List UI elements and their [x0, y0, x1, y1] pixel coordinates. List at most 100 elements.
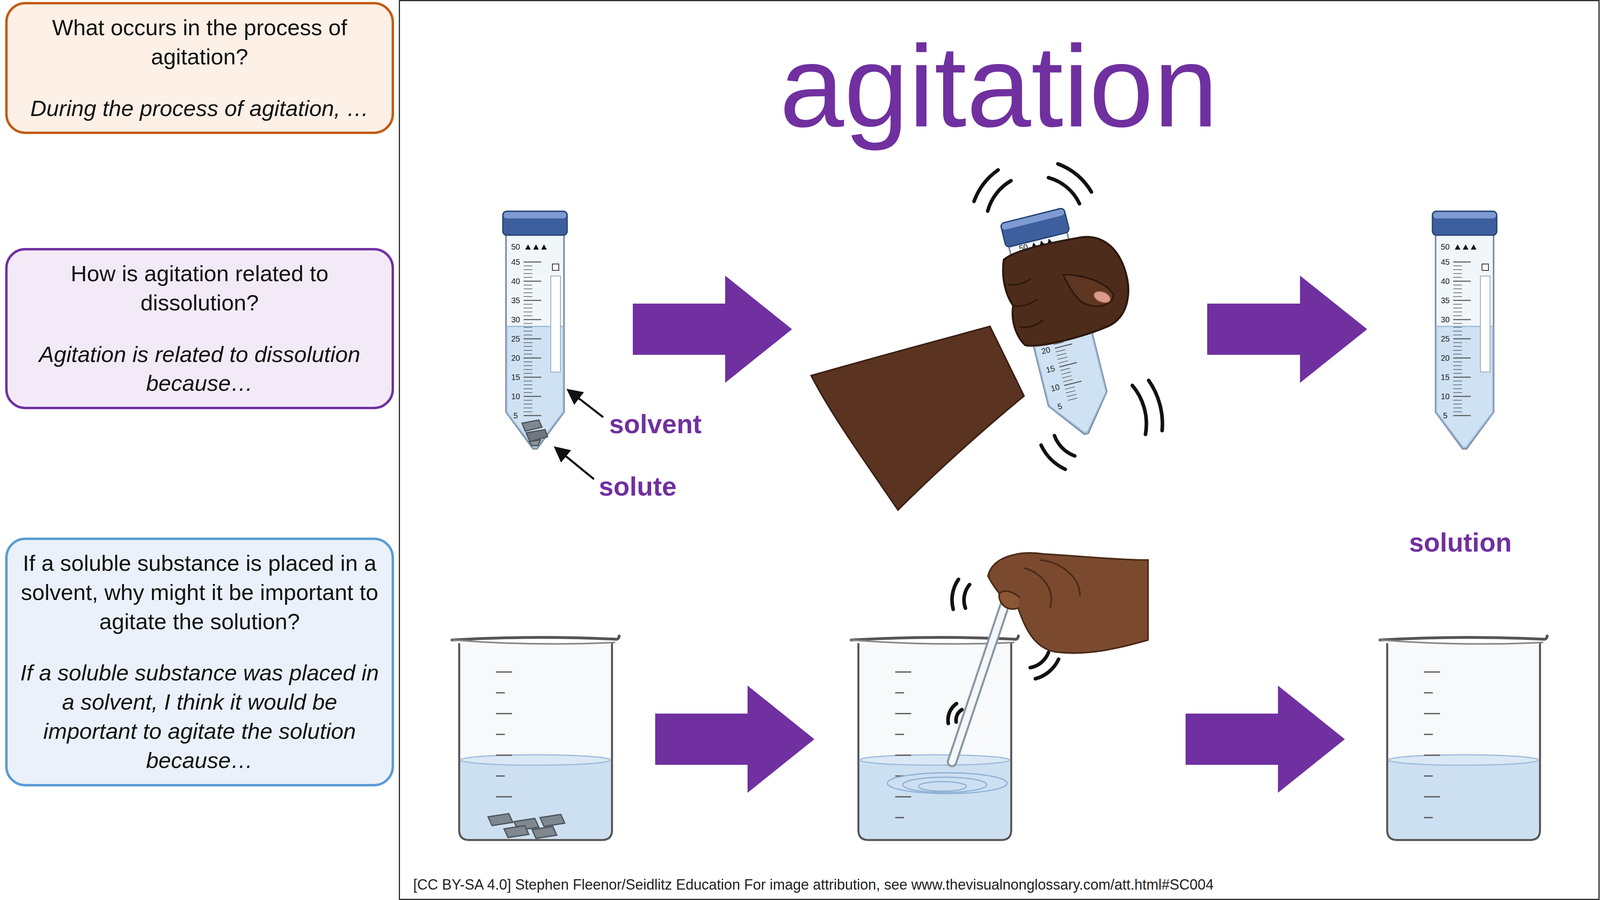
solute-piece — [540, 814, 565, 827]
graduation-tick — [1424, 713, 1440, 715]
stirring-rod — [952, 580, 1013, 762]
graduation-tick — [523, 326, 533, 328]
scale-number: 5 — [513, 411, 518, 421]
question-text: What occurs in the process of agitation? — [19, 13, 380, 72]
graduation-tick — [1424, 692, 1433, 694]
tube-mark — [525, 244, 531, 250]
tube-icon — [552, 264, 559, 271]
beaker-rim — [1380, 636, 1548, 640]
beaker-body — [459, 643, 612, 840]
graduation-tick — [1453, 411, 1462, 413]
graduation-tick — [523, 273, 533, 274]
part-label: solute — [598, 471, 677, 502]
graduation-tick — [1453, 277, 1462, 278]
graduation-tick — [523, 330, 533, 332]
graduation-tick — [1424, 817, 1433, 819]
motion-lines — [948, 164, 1163, 724]
title: agitation — [398, 28, 1599, 144]
graduation-tick — [523, 342, 533, 344]
graduation-tick — [523, 361, 533, 363]
scale-number: 35 — [511, 296, 520, 306]
process-arrow — [1207, 275, 1368, 383]
graduation-tick — [1453, 415, 1471, 417]
scale-number: 45 — [1440, 257, 1450, 267]
scale-number: 50 — [511, 242, 520, 252]
tube-label-area — [550, 276, 561, 372]
sentence-stem: If a soluble substance was placed in a s… — [19, 658, 380, 775]
scale-number: 25 — [511, 334, 520, 344]
graduation-tick — [523, 265, 533, 267]
graduation-tick — [1058, 360, 1068, 364]
graduation-tick — [523, 292, 533, 294]
graduation-tick — [523, 319, 542, 321]
graduation-tick — [1453, 400, 1462, 401]
liquid — [859, 760, 1010, 839]
graduation-tick — [523, 407, 533, 409]
thumbnail — [1092, 289, 1112, 306]
scale-number: 40 — [1440, 276, 1450, 286]
solute-piece — [526, 429, 548, 442]
graduation-tick — [523, 300, 542, 302]
graduation-tick — [523, 400, 533, 401]
graduation-tick — [1066, 394, 1077, 397]
graduation-tick — [1453, 265, 1462, 267]
tube-cap — [502, 211, 568, 236]
graduation-tick — [1453, 304, 1462, 305]
graduation-tick — [895, 713, 912, 715]
graduation-tick — [1066, 390, 1076, 393]
graduation-tick — [1424, 671, 1440, 673]
beakers — [452, 636, 1548, 840]
graduation-tick — [895, 817, 904, 819]
motion-line — [948, 703, 957, 724]
graduation-tick — [496, 796, 512, 798]
graduation-tick — [523, 304, 533, 305]
graduation-tick — [523, 350, 533, 351]
graduation-tick — [1424, 775, 1433, 777]
graduation-tick — [523, 284, 533, 286]
graduation-tick — [1424, 754, 1440, 756]
graduation-tick — [523, 296, 533, 298]
graduation-tick — [1453, 296, 1462, 298]
graduation-tick — [523, 269, 533, 270]
graduation-tick — [1453, 342, 1462, 344]
motion-line — [987, 180, 1011, 212]
graduation-tick — [1453, 338, 1471, 340]
tube-body — [506, 234, 564, 449]
tube-cap — [1433, 212, 1496, 219]
solute-piece — [529, 440, 541, 446]
graduation-tick — [1054, 344, 1073, 349]
graduation-tick — [1453, 361, 1462, 363]
graduation-tick — [523, 357, 542, 359]
graduation-tick — [1453, 346, 1462, 347]
graduation-tick — [1453, 315, 1462, 317]
graduation-tick — [1453, 307, 1462, 309]
graduation-tick — [1453, 323, 1462, 324]
graduation-tick — [1453, 384, 1462, 386]
graduation-tick — [1059, 362, 1077, 367]
part-label: solvent — [609, 409, 702, 440]
graduation-tick — [496, 754, 512, 756]
motion-line — [1148, 380, 1163, 431]
graduation-tick — [1453, 392, 1462, 394]
liquid-surface — [859, 754, 1010, 766]
graduation-tick — [1453, 269, 1462, 270]
graduation-tick — [1453, 373, 1462, 374]
tube-body — [1435, 234, 1494, 449]
graduation-tick — [523, 415, 542, 417]
graduation-tick — [1062, 375, 1072, 378]
scale-number: 30 — [1440, 315, 1450, 325]
sentence-stem: Agitation is related to dissolution beca… — [19, 340, 380, 399]
leader-line — [556, 448, 594, 480]
motion-line — [1058, 164, 1092, 192]
graduation-tick — [523, 315, 533, 317]
graduation-tick — [1453, 292, 1462, 294]
tube-cap — [503, 212, 567, 219]
graduation-tick — [523, 396, 542, 398]
liquid — [460, 760, 611, 839]
graduation-tick — [1453, 380, 1462, 382]
scale-number: 45 — [511, 257, 520, 267]
scale-number: 40 — [511, 276, 520, 286]
solute-piece — [532, 826, 557, 839]
graduation-tick — [895, 734, 904, 736]
graduation-tick — [1453, 365, 1462, 366]
